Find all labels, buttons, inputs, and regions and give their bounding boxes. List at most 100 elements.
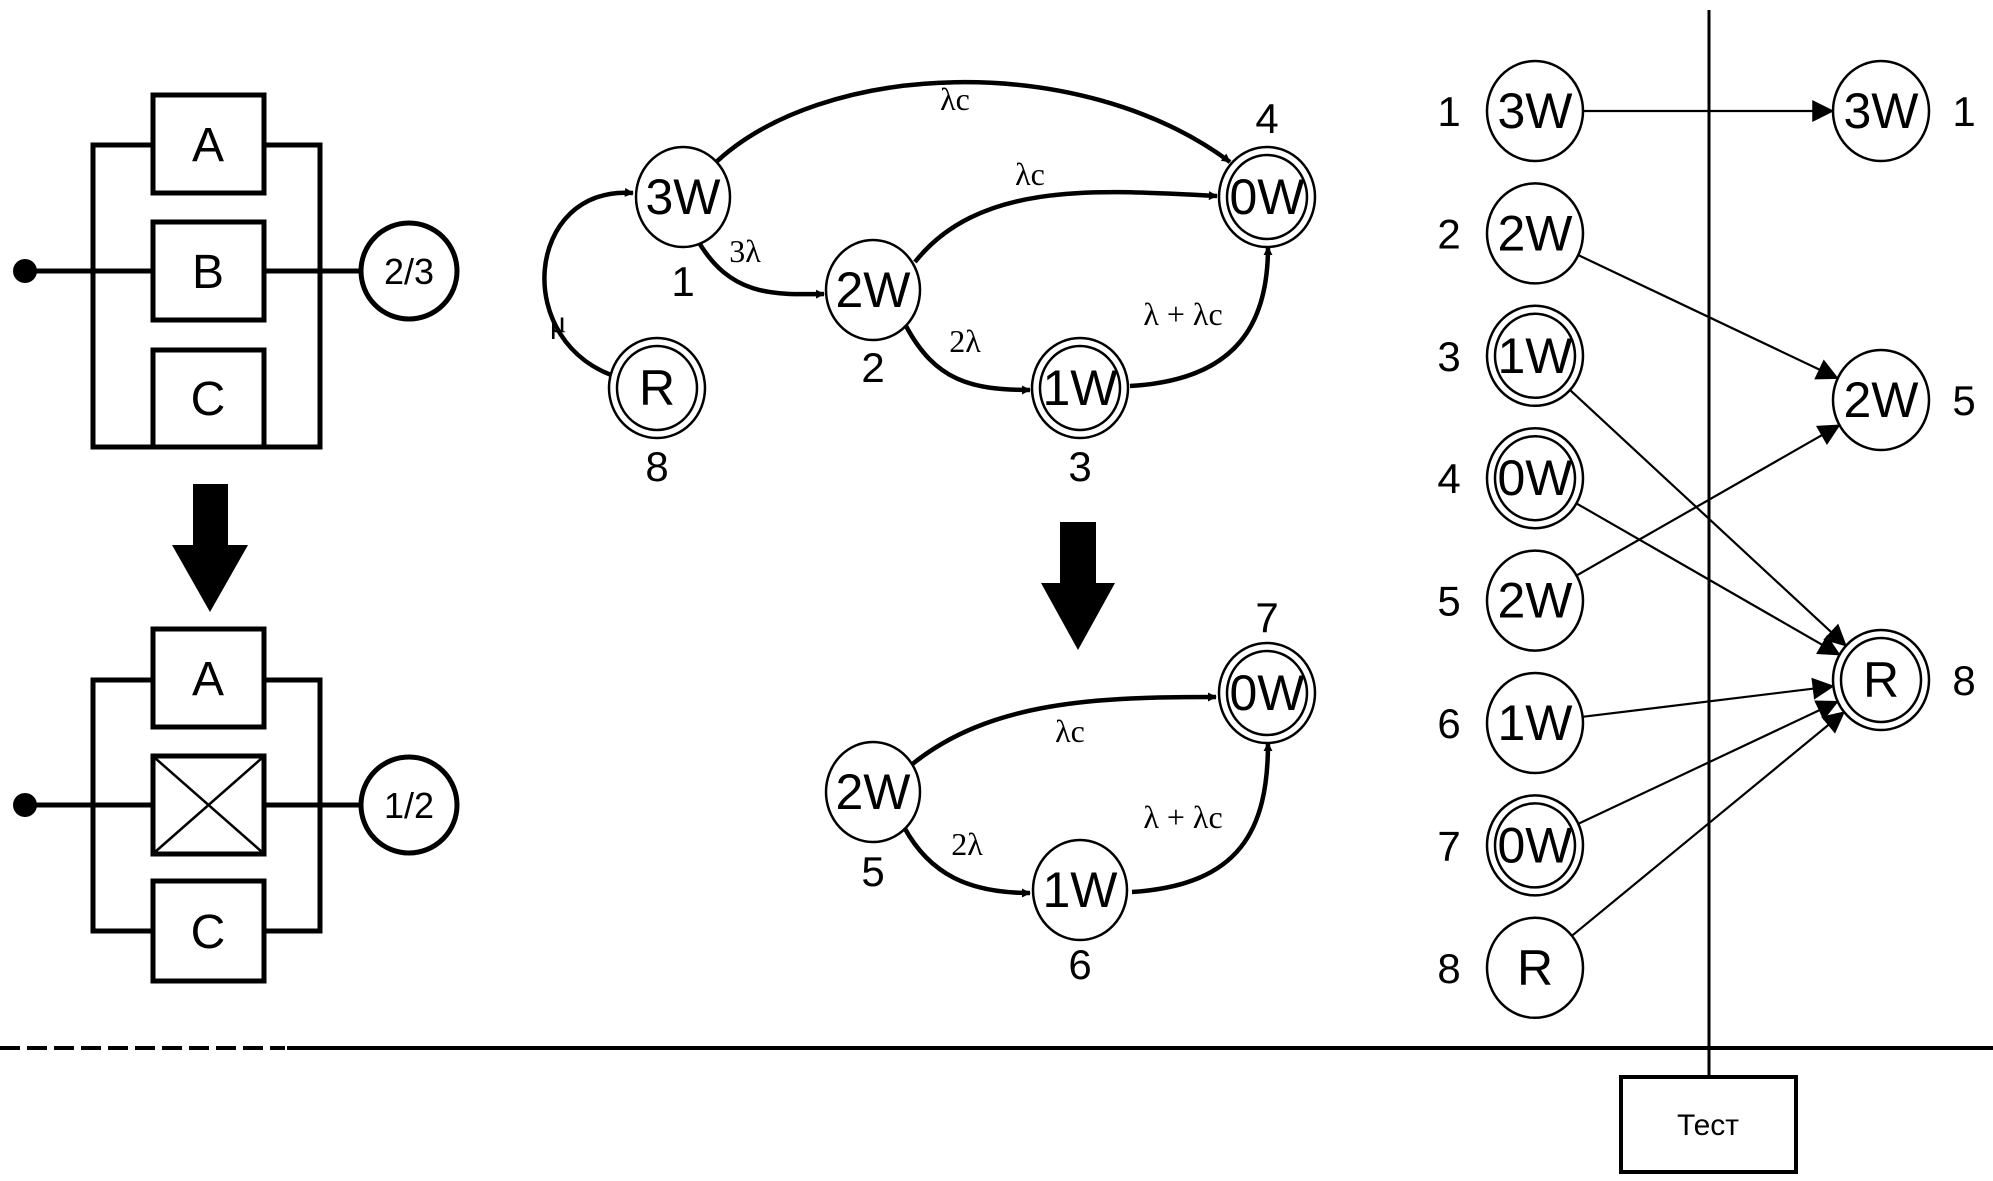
state-number: 1 bbox=[1952, 88, 1975, 135]
state-number: 1 bbox=[671, 258, 694, 305]
markov-graph-bottom: λc 2λ λ + λc 2W 5 1W 6 0W 7 bbox=[824, 594, 1317, 988]
state-number: 4 bbox=[1255, 95, 1278, 142]
voter-label: 2/3 bbox=[384, 251, 434, 292]
edge-5-6 bbox=[902, 825, 1031, 898]
node-label: 2W bbox=[1498, 205, 1574, 261]
state-number: 3 bbox=[1437, 333, 1460, 380]
test-box[interactable]: Тест bbox=[1619, 1075, 1798, 1174]
mapping-left-node-2[interactable]: 2W bbox=[1485, 182, 1585, 285]
state-number: 8 bbox=[1952, 657, 1975, 704]
state-number: 7 bbox=[1255, 594, 1278, 641]
block-c-label: C bbox=[191, 373, 226, 426]
mapping-arrow-6-8 bbox=[1583, 677, 1835, 718]
node-label: 3W bbox=[1498, 83, 1574, 139]
mapping-left-node-7[interactable]: 0W bbox=[1485, 794, 1585, 897]
failed-block-b[interactable] bbox=[150, 753, 267, 857]
state-node-5[interactable]: 2W bbox=[824, 740, 922, 844]
edge-3-4 bbox=[1129, 246, 1273, 389]
state-number: 7 bbox=[1437, 822, 1460, 869]
edge-label-6-7: λ + λc bbox=[1143, 799, 1222, 835]
mapping-left-node-6[interactable]: 1W bbox=[1485, 671, 1585, 775]
edge-label-2-3: 2λ bbox=[949, 323, 981, 359]
transition-arrow-middle bbox=[1041, 522, 1115, 650]
edge-6-7 bbox=[1131, 742, 1273, 895]
edge-label-5-6: 2λ bbox=[951, 826, 983, 862]
state-node-6[interactable]: 1W bbox=[1031, 838, 1129, 942]
edge-label-2-4: λc bbox=[1015, 156, 1045, 192]
block-c[interactable]: C bbox=[150, 878, 267, 984]
node-label: 2W bbox=[1844, 372, 1920, 428]
edge-label-1-2: 3λ bbox=[729, 233, 761, 269]
mapping-left-node-1[interactable]: 3W bbox=[1485, 59, 1585, 163]
voter-1-of-2: 1/2 bbox=[358, 754, 460, 856]
state-number: 6 bbox=[1068, 941, 1091, 988]
wire bbox=[264, 142, 323, 450]
mapping-left-node-5[interactable]: 2W bbox=[1485, 549, 1585, 652]
block-diagram-top: A B C 2/3 bbox=[13, 92, 460, 450]
transition-arrow-left bbox=[172, 484, 248, 612]
block-b[interactable]: B bbox=[150, 219, 267, 323]
edge-label-1-4: λc bbox=[940, 81, 970, 117]
edge-2-4 bbox=[913, 189, 1218, 264]
node-label: 1W bbox=[1498, 328, 1574, 384]
block-a[interactable]: A bbox=[150, 626, 267, 730]
markov-graph-top: λc λc 3λ 2λ λ + λc μ 3W 1 2W 2 1W 3 bbox=[542, 79, 1317, 490]
mapping-right-node-8[interactable]: R bbox=[1831, 628, 1931, 732]
block-diagram-bottom: A C 1/2 bbox=[13, 626, 460, 984]
mapping-left-node-4[interactable]: 0W bbox=[1485, 426, 1585, 530]
state-number: 2 bbox=[1437, 210, 1460, 257]
state-number: 1 bbox=[1437, 88, 1460, 135]
voter-2-of-3: 2/3 bbox=[358, 220, 460, 322]
mapping-arrow-3-8 bbox=[1569, 389, 1847, 647]
mapping-arrow-2-5 bbox=[1578, 254, 1839, 380]
state-node-1[interactable]: 3W bbox=[634, 145, 732, 249]
edge-8-1 bbox=[542, 187, 634, 381]
node-label: 2W bbox=[1498, 573, 1574, 629]
edge-label-5-7: λc bbox=[1055, 713, 1085, 749]
state-node-7[interactable]: 0W bbox=[1217, 641, 1317, 745]
state-node-4[interactable]: 0W bbox=[1217, 145, 1317, 249]
node-label: 2W bbox=[836, 262, 912, 318]
mapping-arrow-4-8 bbox=[1576, 502, 1841, 656]
state-number: 2 bbox=[861, 344, 884, 391]
edge-5-7 bbox=[908, 692, 1217, 768]
state-node-3[interactable]: 1W bbox=[1030, 336, 1130, 440]
state-number: 6 bbox=[1437, 700, 1460, 747]
edge-label-8-1: μ bbox=[549, 303, 566, 339]
node-label: 1W bbox=[1043, 360, 1119, 416]
state-number: 3 bbox=[1068, 443, 1091, 490]
block-a-label: A bbox=[192, 119, 224, 172]
node-label: 1W bbox=[1043, 862, 1119, 918]
failure-cross-icon bbox=[154, 757, 263, 853]
state-node-8[interactable]: R bbox=[607, 336, 707, 440]
state-number: 5 bbox=[1952, 377, 1975, 424]
node-label: 3W bbox=[1844, 83, 1920, 139]
block-a-label: A bbox=[192, 653, 224, 706]
state-number: 5 bbox=[1437, 578, 1460, 625]
mapping-left-node-8[interactable]: R bbox=[1485, 916, 1585, 1020]
node-label: R bbox=[1517, 940, 1553, 996]
edge-1-2 bbox=[696, 239, 825, 299]
mapping-arrow-8-8 bbox=[1571, 711, 1846, 937]
mapping-right-node-1[interactable]: 3W bbox=[1831, 59, 1931, 163]
node-label: 2W bbox=[836, 764, 912, 820]
mapping-right-node-5[interactable]: 2W bbox=[1831, 348, 1931, 452]
block-a[interactable]: A bbox=[150, 92, 267, 196]
mapping-links bbox=[1569, 100, 1847, 937]
node-label: R bbox=[639, 360, 675, 416]
edge-label-3-4: λ + λc bbox=[1143, 296, 1222, 332]
wire bbox=[90, 677, 153, 934]
node-label: 0W bbox=[1498, 450, 1574, 506]
node-label: 0W bbox=[1230, 169, 1306, 225]
state-node-2[interactable]: 2W bbox=[824, 238, 922, 342]
state-number: 8 bbox=[1437, 945, 1460, 992]
mapping-arrow-7-8 bbox=[1578, 700, 1839, 825]
node-label: 3W bbox=[646, 169, 722, 225]
state-number: 8 bbox=[645, 443, 668, 490]
node-label: 0W bbox=[1498, 817, 1574, 873]
block-c[interactable]: C bbox=[150, 347, 267, 450]
mapping-left-node-3[interactable]: 1W bbox=[1485, 304, 1585, 408]
